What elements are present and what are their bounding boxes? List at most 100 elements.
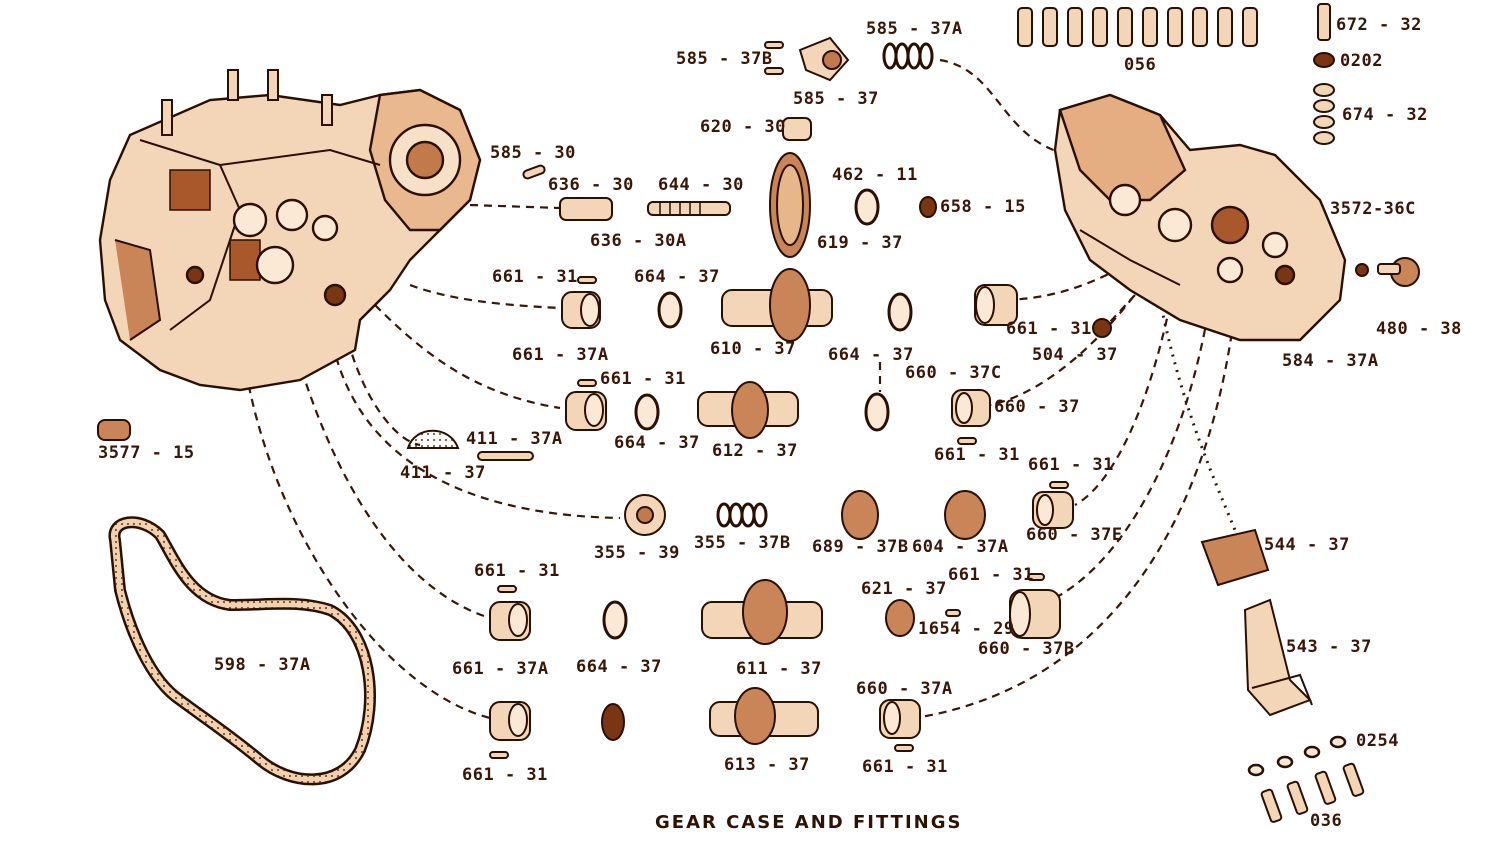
part-label-3577-15: 3577 - 15	[98, 443, 195, 463]
washer-664-37-a	[657, 291, 683, 329]
part-label-661-31: 661 - 31	[1028, 455, 1114, 475]
part-label-661-31: 661 - 31	[474, 561, 560, 581]
bushing-660-37c	[974, 284, 1018, 326]
part-label-661-31: 661 - 31	[462, 765, 548, 785]
part-label-661-31: 661 - 31	[948, 565, 1034, 585]
part-label-661-31: 661 - 31	[492, 267, 578, 287]
seal-bottom	[601, 703, 625, 741]
part-label-620-30: 620 - 30	[700, 117, 786, 137]
gear-621-37	[885, 599, 915, 637]
plunger-355-39	[624, 494, 666, 536]
part-label-585-30: 585 - 30	[490, 143, 576, 163]
leader-lines	[238, 58, 1242, 720]
part-label-585-37: 585 - 37	[793, 89, 879, 109]
part-label-619-37: 619 - 37	[817, 233, 903, 253]
bushing-620-30	[782, 117, 812, 141]
pin-411-37a	[477, 451, 534, 461]
part-label-612-37: 612 - 37	[712, 441, 798, 461]
part-label-636-30a: 636 - 30A	[590, 231, 687, 251]
left-crankcase-housing	[98, 69, 482, 392]
part-label-584-37a: 584 - 37A	[1282, 351, 1379, 371]
bushing-661-37a-bottom	[489, 701, 531, 741]
part-label-036: 036	[1310, 811, 1343, 831]
bushing-661-37a-mid	[565, 391, 607, 431]
part-label-661-31: 661 - 31	[862, 757, 948, 777]
washer-664-37-e	[602, 600, 628, 640]
part-label-672-32: 672 - 32	[1336, 15, 1422, 35]
part-label-664-37: 664 - 37	[614, 433, 700, 453]
diagram-caption: GEAR CASE AND FITTINGS	[655, 812, 963, 833]
part-label-661-37a: 661 - 37A	[452, 659, 549, 679]
part-label-660-37e: 660 - 37E	[1026, 525, 1123, 545]
bushing-661-37a-top	[561, 291, 601, 329]
part-label-660-37a: 660 - 37A	[856, 679, 953, 699]
washer-462-11	[854, 188, 880, 226]
part-label-660-37: 660 - 37	[994, 397, 1080, 417]
part-label-056: 056	[1124, 55, 1157, 75]
part-label-661-31: 661 - 31	[600, 369, 686, 389]
part-label-661-31: 661 - 31	[934, 445, 1020, 465]
part-label-611-37: 611 - 37	[736, 659, 822, 679]
part-label-664-37: 664 - 37	[576, 657, 662, 677]
bolt-set-056	[1017, 7, 1258, 47]
screw-644-30	[647, 201, 731, 216]
part-label-689-37b: 689 - 37B	[812, 537, 909, 557]
washers-0254	[1247, 735, 1347, 777]
retaining-rings-661-31	[489, 276, 1069, 759]
part-label-585-37a: 585 - 37A	[866, 19, 963, 39]
stud-and-washers-stack	[1313, 3, 1335, 145]
bushing-660-37a	[879, 699, 921, 739]
part-label-480-38: 480 - 38	[1376, 319, 1462, 339]
gear-shaft-613-37	[709, 687, 819, 745]
gear-604-37a	[944, 490, 986, 540]
part-label-661-37a: 661 - 37A	[512, 345, 609, 365]
part-label-355-37b: 355 - 37B	[694, 533, 791, 553]
gear-shaft-612-37	[697, 381, 799, 439]
gear-shaft-610-37	[721, 268, 833, 342]
plug-3577-15	[97, 419, 131, 441]
block-544-37	[1200, 528, 1270, 587]
part-label-644-30: 644 - 30	[658, 175, 744, 195]
part-label-585-37b: 585 - 37B	[676, 49, 773, 69]
plug-658-15	[919, 196, 937, 218]
spring-355-37b	[716, 502, 768, 528]
part-label-598-37a: 598 - 37A	[214, 655, 311, 675]
part-label-0202: 0202	[1340, 51, 1383, 71]
part-label-504-37: 504 - 37	[1032, 345, 1118, 365]
bushing-660-37b	[1009, 589, 1061, 639]
nut-504-37	[1092, 318, 1112, 338]
part-label-3572-36c: 3572-36C	[1330, 199, 1416, 219]
part-label-660-37c: 660 - 37C	[905, 363, 1002, 383]
bushing-660-37e	[1032, 491, 1074, 529]
washer-664-37-c	[634, 393, 660, 431]
pin-585-30	[522, 164, 546, 180]
part-label-355-39: 355 - 39	[594, 543, 680, 563]
part-label-610-37: 610 - 37	[710, 339, 796, 359]
part-label-1654-29: 1654 - 29	[918, 619, 1015, 639]
plunger-585-37	[764, 36, 850, 82]
part-label-604-37a: 604 - 37A	[912, 537, 1009, 557]
bushing-660-37	[951, 389, 991, 427]
lever-543-37	[1243, 598, 1313, 717]
screen-411-37	[406, 429, 460, 449]
part-label-660-37b: 660 - 37B	[978, 639, 1075, 659]
part-label-621-37: 621 - 37	[861, 579, 947, 599]
right-gear-cover	[1053, 93, 1347, 342]
part-label-544-37: 544 - 37	[1264, 535, 1350, 555]
gear-shaft-611-37	[701, 579, 823, 645]
washer-664-37-b	[887, 292, 913, 332]
part-label-661-31: 661 - 31	[1006, 319, 1092, 339]
part-label-664-37: 664 - 37	[828, 345, 914, 365]
shaft-636-30	[559, 197, 613, 221]
washer-664-37-d	[864, 392, 890, 432]
part-label-613-37: 613 - 37	[724, 755, 810, 775]
dotted-leader	[1158, 299, 1237, 531]
screws-036	[1260, 762, 1365, 823]
part-label-411-37: 411 - 37	[400, 463, 486, 483]
part-label-462-11: 462 - 11	[832, 165, 918, 185]
plug-480-38	[1355, 257, 1420, 287]
spring-585-37a	[882, 42, 934, 70]
part-label-543-37: 543 - 37	[1286, 637, 1372, 657]
